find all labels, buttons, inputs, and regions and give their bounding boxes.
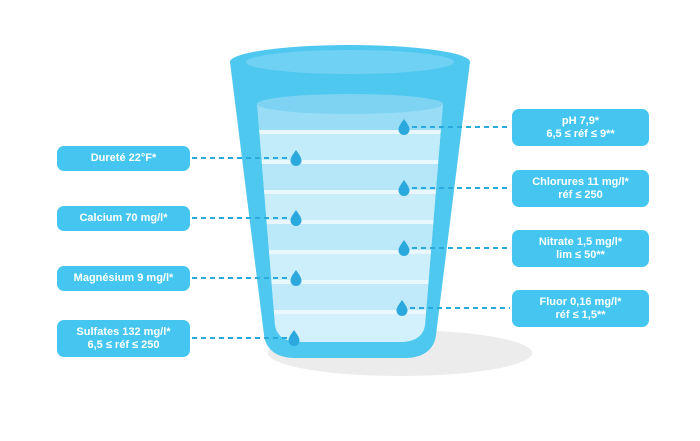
water-band (257, 224, 443, 250)
connectors (192, 126, 510, 339)
label-chlorures: Chlorures 11 mg/l* réf ≤ 250 (512, 170, 649, 207)
water-band (257, 194, 443, 220)
label-ph-line2: 6,5 ≤ réf ≤ 9** (546, 127, 615, 140)
label-chlorures-line2: réf ≤ 250 (558, 188, 603, 201)
label-magnesium-text: Magnésium 9 mg/l* (73, 272, 174, 284)
water-line (257, 310, 443, 314)
label-calcium-text: Calcium 70 mg/l* (79, 212, 168, 224)
water-line (257, 130, 443, 134)
water (257, 94, 443, 342)
label-ph: pH 7,9* 6,5 ≤ réf ≤ 9** (512, 109, 649, 146)
water-band (257, 164, 443, 190)
water-band (257, 254, 443, 280)
label-magnesium: Magnésium 9 mg/l* (57, 266, 190, 291)
water-surface (257, 94, 443, 114)
label-nitrate: Nitrate 1,5 mg/l* lim ≤ 50** (512, 230, 649, 267)
label-fluor-line2: réf ≤ 1,5** (555, 308, 606, 321)
label-sulfates-line1: Sulfates 132 mg/l* (76, 325, 171, 338)
water-line (257, 250, 443, 254)
label-chlorures-line1: Chlorures 11 mg/l* (532, 175, 629, 188)
water-stripes (257, 103, 443, 342)
label-nitrate-line2: lim ≤ 50** (556, 248, 605, 261)
water-line (257, 280, 443, 284)
water-band (257, 284, 443, 310)
water-line (257, 190, 443, 194)
label-sulfates-line2: 6,5 ≤ réf ≤ 250 (87, 338, 160, 351)
label-durete: Dureté 22°F* (57, 146, 190, 171)
label-durete-text: Dureté 22°F* (90, 152, 157, 164)
label-fluor-line1: Fluor 0,16 mg/l* (539, 295, 622, 308)
glass-rim-opening (246, 50, 454, 74)
water-line (257, 220, 443, 224)
water-band (257, 314, 443, 342)
water-line (257, 160, 443, 164)
water-band (257, 134, 443, 160)
label-ph-line1: pH 7,9* (561, 114, 600, 127)
label-fluor: Fluor 0,16 mg/l* réf ≤ 1,5** (512, 290, 649, 327)
label-nitrate-line1: Nitrate 1,5 mg/l* (538, 235, 623, 248)
label-sulfates: Sulfates 132 mg/l* 6,5 ≤ réf ≤ 250 (57, 320, 190, 357)
label-calcium: Calcium 70 mg/l* (57, 206, 190, 231)
